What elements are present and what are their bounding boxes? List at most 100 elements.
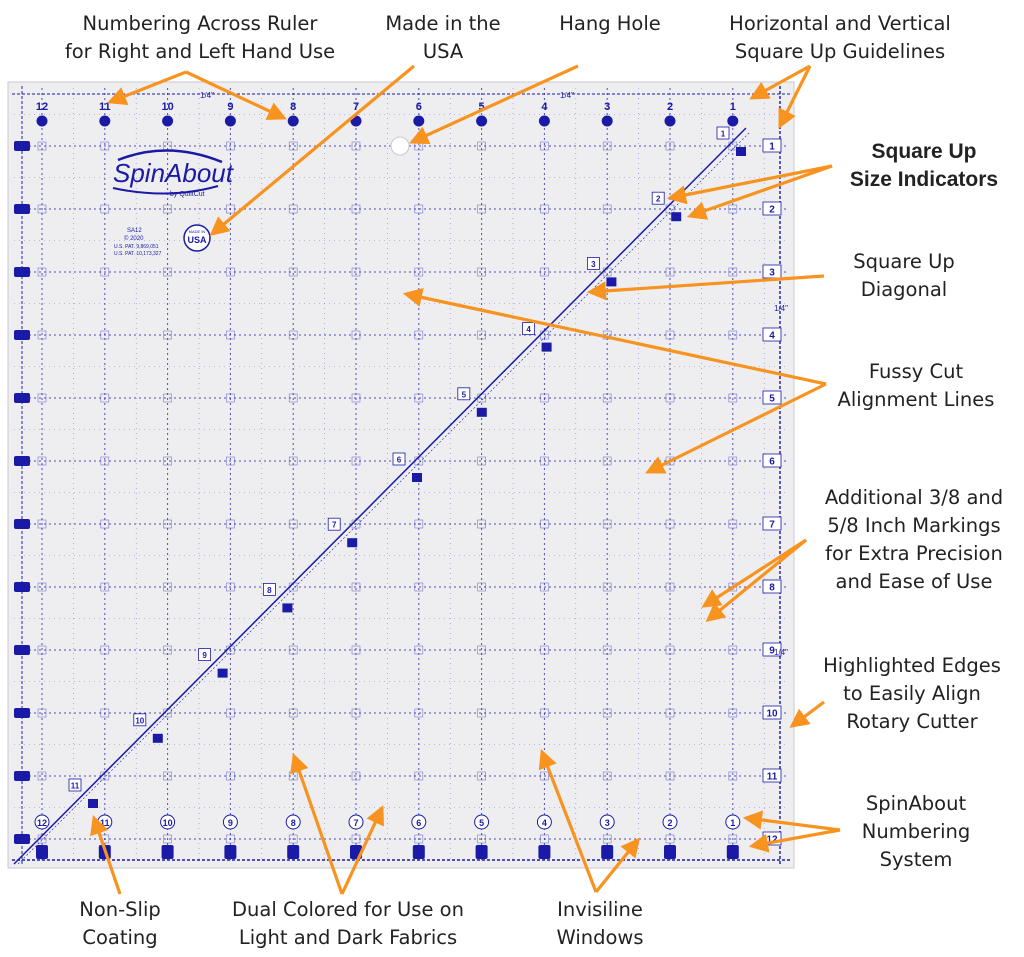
diagonal-number: 9 bbox=[202, 651, 207, 660]
diagonal-size-badge bbox=[412, 473, 422, 482]
diagonal-size-badge bbox=[606, 277, 617, 287]
bottom-number-circle bbox=[599, 814, 615, 830]
bottom-number-badge bbox=[36, 845, 48, 859]
top-marker-circle bbox=[413, 115, 425, 127]
brand-name: SpinAbout bbox=[113, 158, 235, 188]
quarter-mark-right: 1/4" bbox=[774, 304, 788, 313]
bottom-number: 1 bbox=[730, 818, 735, 828]
top-number: 12 bbox=[36, 101, 48, 113]
diagonal-number: 4 bbox=[526, 325, 531, 334]
left-number-badge bbox=[14, 204, 30, 214]
callout-fussy-cut: Fussy Cut Alignment Lines bbox=[837, 360, 995, 411]
bottom-number: 12 bbox=[37, 818, 47, 828]
left-number-badge bbox=[14, 519, 30, 529]
right-number-box bbox=[762, 768, 782, 783]
top-number: 10 bbox=[161, 101, 173, 113]
bottom-number: 4 bbox=[542, 818, 547, 828]
diagonal-size-box bbox=[651, 191, 665, 205]
left-numbers bbox=[14, 141, 30, 844]
diagonal-number: 10 bbox=[135, 716, 144, 725]
left-number-badge bbox=[14, 771, 30, 781]
top-marker-circle bbox=[36, 115, 48, 127]
bottom-number: 7 bbox=[353, 818, 358, 828]
bottom-number-badge bbox=[224, 845, 237, 859]
svg-text:MADE IN: MADE IN bbox=[189, 229, 206, 234]
bottom-number-circle bbox=[411, 814, 427, 830]
bottom-number-badge bbox=[664, 845, 676, 859]
diagonal-number: 6 bbox=[397, 456, 402, 465]
callout-highlighted-edges: Highlighted Edges to Easily Align Rotary… bbox=[823, 654, 1001, 733]
bottom-number: 3 bbox=[605, 818, 610, 828]
left-number-badge bbox=[14, 330, 30, 340]
top-number: 8 bbox=[290, 101, 296, 113]
left-number-badge bbox=[14, 834, 30, 844]
diagonal-size-badge bbox=[88, 799, 98, 808]
quarter-mark-top-2: 1/4" bbox=[560, 91, 574, 100]
top-marker-circle bbox=[664, 115, 676, 127]
square-up-diagonal bbox=[13, 127, 751, 865]
bottom-number: 5 bbox=[479, 818, 484, 828]
left-number-badge bbox=[14, 393, 30, 403]
right-number: 12 bbox=[766, 835, 778, 846]
bottom-number-badge bbox=[601, 845, 614, 859]
callout-diagonal: Square Up Diagonal bbox=[853, 250, 955, 301]
diagonal-size-badge bbox=[282, 603, 293, 613]
diagonal-number: 8 bbox=[267, 586, 272, 595]
left-number-badge bbox=[14, 582, 30, 592]
diagonal-size-badge bbox=[217, 668, 228, 678]
left-number-badge bbox=[14, 708, 30, 718]
callout-made-in-usa: Made in the USA bbox=[385, 12, 501, 63]
bottom-number-circle bbox=[725, 814, 741, 830]
diagonal-size-box bbox=[327, 517, 341, 531]
top-marker-circle bbox=[224, 115, 236, 127]
diagonal-size-box bbox=[716, 126, 730, 140]
bottom-number-badge bbox=[350, 845, 362, 859]
model-label: SA12 bbox=[127, 228, 142, 234]
diagonal-size-box bbox=[133, 713, 147, 727]
diagonal-size-badge bbox=[347, 538, 358, 548]
diagonal-number: 2 bbox=[656, 195, 661, 204]
right-number: 1 bbox=[769, 142, 775, 153]
callout-size-indicators: Square Up Size Indicators bbox=[849, 140, 999, 191]
bottom-number-circle bbox=[160, 814, 176, 830]
callout-hang-hole: Hang Hole bbox=[559, 12, 661, 35]
callout-dual-colored: Dual Colored for Use on Light and Dark F… bbox=[232, 898, 464, 949]
right-number: 4 bbox=[769, 331, 775, 342]
bottom-number-badge bbox=[161, 845, 174, 859]
diagonal-size-box bbox=[198, 648, 212, 661]
right-number: 8 bbox=[769, 583, 775, 594]
top-marker-circle bbox=[99, 115, 111, 127]
top-number: 7 bbox=[353, 101, 359, 113]
top-marker-circle bbox=[287, 115, 299, 127]
right-number: 9 bbox=[769, 646, 775, 657]
bottom-number: 9 bbox=[228, 818, 233, 828]
bottom-number-badge bbox=[538, 845, 551, 859]
callout-non-slip: Non-Slip Coating bbox=[79, 898, 161, 949]
patent-2: U.S. PAT. 10,173,327 bbox=[114, 251, 162, 257]
top-number: 4 bbox=[541, 101, 548, 113]
right-number-box bbox=[762, 705, 782, 720]
patent-1: U.S. PAT. 9,869,051 bbox=[114, 244, 159, 250]
left-number-badge bbox=[14, 645, 30, 655]
top-number: 2 bbox=[667, 101, 673, 113]
bottom-number: 6 bbox=[416, 818, 421, 828]
bottom-number: 10 bbox=[163, 818, 173, 828]
top-marker-circle bbox=[601, 115, 613, 127]
top-number: 3 bbox=[604, 101, 610, 113]
right-number: 6 bbox=[769, 457, 775, 468]
callout-spinabout-numbering: SpinAbout Numbering System bbox=[861, 792, 971, 871]
left-number-badge bbox=[14, 456, 30, 466]
bottom-number-circle bbox=[34, 814, 50, 830]
hang-hole bbox=[390, 136, 410, 156]
left-number-badge bbox=[14, 267, 30, 277]
right-number-box bbox=[762, 138, 782, 153]
brand-sub: by QuiltCut bbox=[170, 191, 205, 198]
bottom-number-badge bbox=[475, 845, 488, 859]
bottom-number-circle bbox=[474, 814, 490, 830]
top-marker-circle bbox=[350, 115, 362, 127]
callout-square-up-guidelines: Horizontal and Vertical Square Up Guidel… bbox=[729, 12, 951, 63]
diagonal-number: 7 bbox=[332, 521, 337, 530]
diagonal-number: 11 bbox=[71, 782, 80, 791]
diagonal-size-badge bbox=[736, 147, 746, 156]
bottom-number: 11 bbox=[100, 818, 110, 828]
